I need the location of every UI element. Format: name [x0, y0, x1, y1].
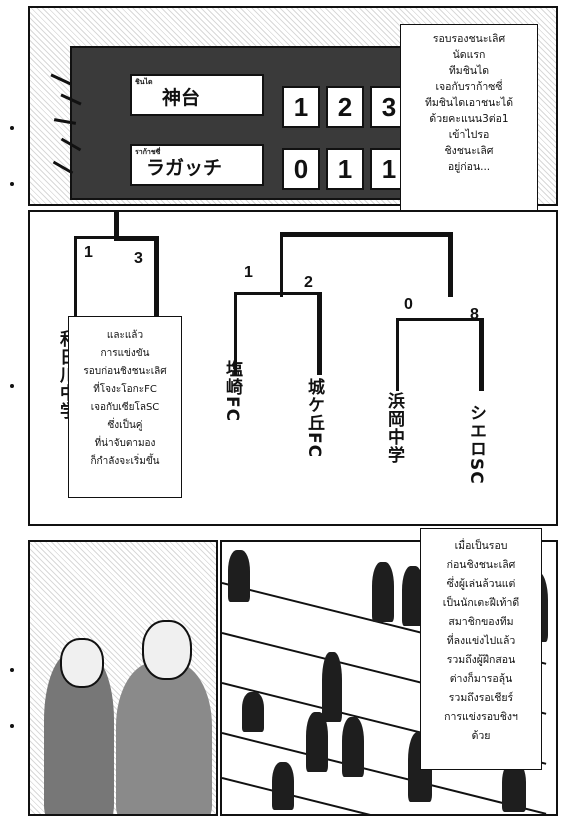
margin-mark — [10, 384, 14, 388]
players-panel — [28, 540, 218, 816]
scoreboard: ชินได 神台 ราก้าชซี่ ラガッチ 1 2 3 0 1 1 — [70, 46, 459, 200]
team2-small-label: ราก้าชซี่ — [134, 148, 162, 156]
team1-score-2: 2 — [326, 86, 364, 128]
player-left-head — [60, 638, 104, 688]
caption-semifinal-result: รอบรองชนะเลิศ นัดแรก ทีมชินได เจอกับราก้… — [400, 24, 538, 230]
player-right-head — [142, 620, 192, 680]
team1-score-1: 1 — [282, 86, 320, 128]
team2-score-2: 1 — [326, 148, 364, 190]
team2-nameplate: ราก้าชซี่ ラガッチ — [130, 144, 264, 186]
team1-nameplate: ชินได 神台 — [130, 74, 264, 116]
bracket-score-top-right: 3 — [134, 250, 143, 267]
player-right-illustration — [116, 662, 212, 814]
margin-mark — [10, 668, 14, 672]
caption-spectators: เมื่อเป็นรอบ ก่อนชิงชนะเลิศ ซึ่งผู้เล่นล… — [420, 528, 542, 770]
team2-score-1: 0 — [282, 148, 320, 190]
team2-name: ラガッチ — [146, 157, 223, 179]
team-cielo-sc: シエロSC — [466, 404, 486, 485]
team1-name: 神台 — [162, 87, 201, 109]
bracket-score-hamaoka: 0 — [404, 296, 413, 313]
margin-mark — [10, 182, 14, 186]
team-shiozaki-fc: 塩崎FC — [222, 360, 242, 423]
team-hamaoka-jhs: 浜岡中学 — [384, 392, 404, 464]
margin-mark — [10, 126, 14, 130]
bracket-score-shiozaki: 1 — [244, 264, 253, 281]
bracket-score-top-left: 1 — [84, 244, 93, 261]
caption-next-match: และแล้ว การแข่งขัน รอบก่อนชิงชนะเลิศ ที่… — [68, 316, 182, 498]
bracket-score-cielo: 8 — [470, 306, 479, 323]
team1-small-label: ชินได — [134, 78, 154, 86]
margin-mark — [10, 724, 14, 728]
team-jogaoka-fc: 城ケ丘FC — [304, 378, 324, 459]
bracket-panel: 1 3 1 2 0 8 和日川中学 塩崎FC 城ケ丘FC 浜岡中学 シエロSC … — [28, 210, 558, 526]
bracket-score-jogaoka: 2 — [304, 274, 313, 291]
